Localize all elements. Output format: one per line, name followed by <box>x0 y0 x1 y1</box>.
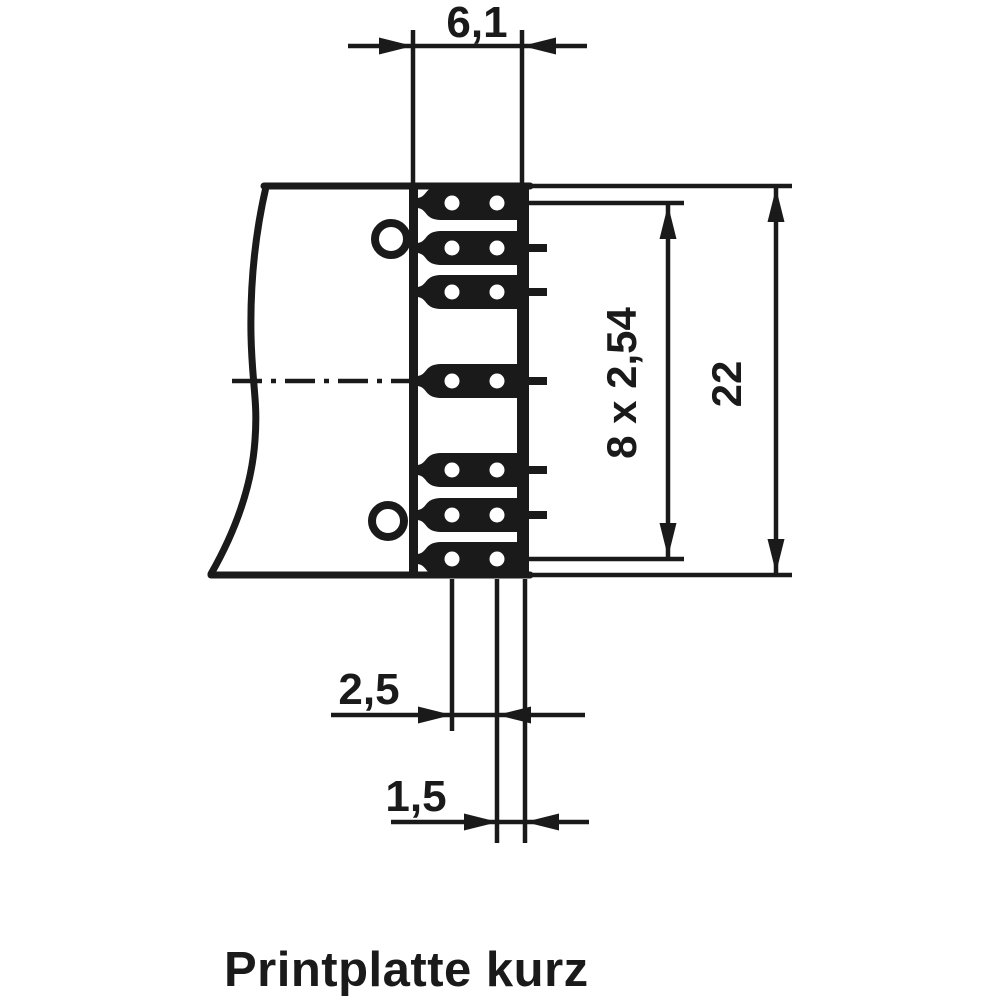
arrowhead <box>767 188 785 222</box>
pin-stub <box>529 244 547 252</box>
pin-stub <box>529 466 547 474</box>
dimension-board-height: 22 <box>530 183 792 578</box>
dimension-tab-width: 6,1 <box>348 0 587 186</box>
arrowhead <box>659 523 677 557</box>
dimension-label-pin-pitch: 8 x 2,54 <box>598 306 645 458</box>
mounting-hole-bottom <box>368 501 408 541</box>
arrowhead <box>418 706 452 724</box>
arrowhead <box>379 37 413 55</box>
pin-stub <box>529 377 547 385</box>
board-torn-left-edge <box>207 183 270 578</box>
pin-stub <box>529 511 547 519</box>
solder-tab <box>418 498 547 532</box>
dimension-edge-distance: 1,5 <box>385 579 589 843</box>
mounting-hole-top <box>371 219 411 259</box>
arrowhead <box>497 706 531 724</box>
arrowhead <box>767 539 785 573</box>
arrowhead <box>525 813 559 831</box>
solder-tab <box>418 542 529 576</box>
dimension-pin-pitch: 8 x 2,54 <box>529 200 684 562</box>
dimension-hole-spacing: 2,5 <box>331 579 585 843</box>
dimension-label-hole-spacing: 2,5 <box>338 665 399 714</box>
contact-left-rail <box>409 184 418 577</box>
arrowhead <box>464 813 498 831</box>
drawing-title: Printplatte kurz <box>224 943 589 997</box>
solder-tab <box>418 364 547 398</box>
solder-tab <box>418 275 547 309</box>
solder-tab <box>418 453 547 487</box>
arrowhead <box>522 37 556 55</box>
dimension-label-tab-width: 6,1 <box>446 0 507 47</box>
arrowhead <box>659 205 677 239</box>
pin-stub <box>529 288 547 296</box>
dimension-label-edge-distance: 1,5 <box>385 772 446 821</box>
contact-strip <box>409 184 547 577</box>
dimension-label-board-height: 22 <box>703 361 750 408</box>
solder-tab <box>418 231 547 265</box>
solder-tab <box>418 186 529 220</box>
